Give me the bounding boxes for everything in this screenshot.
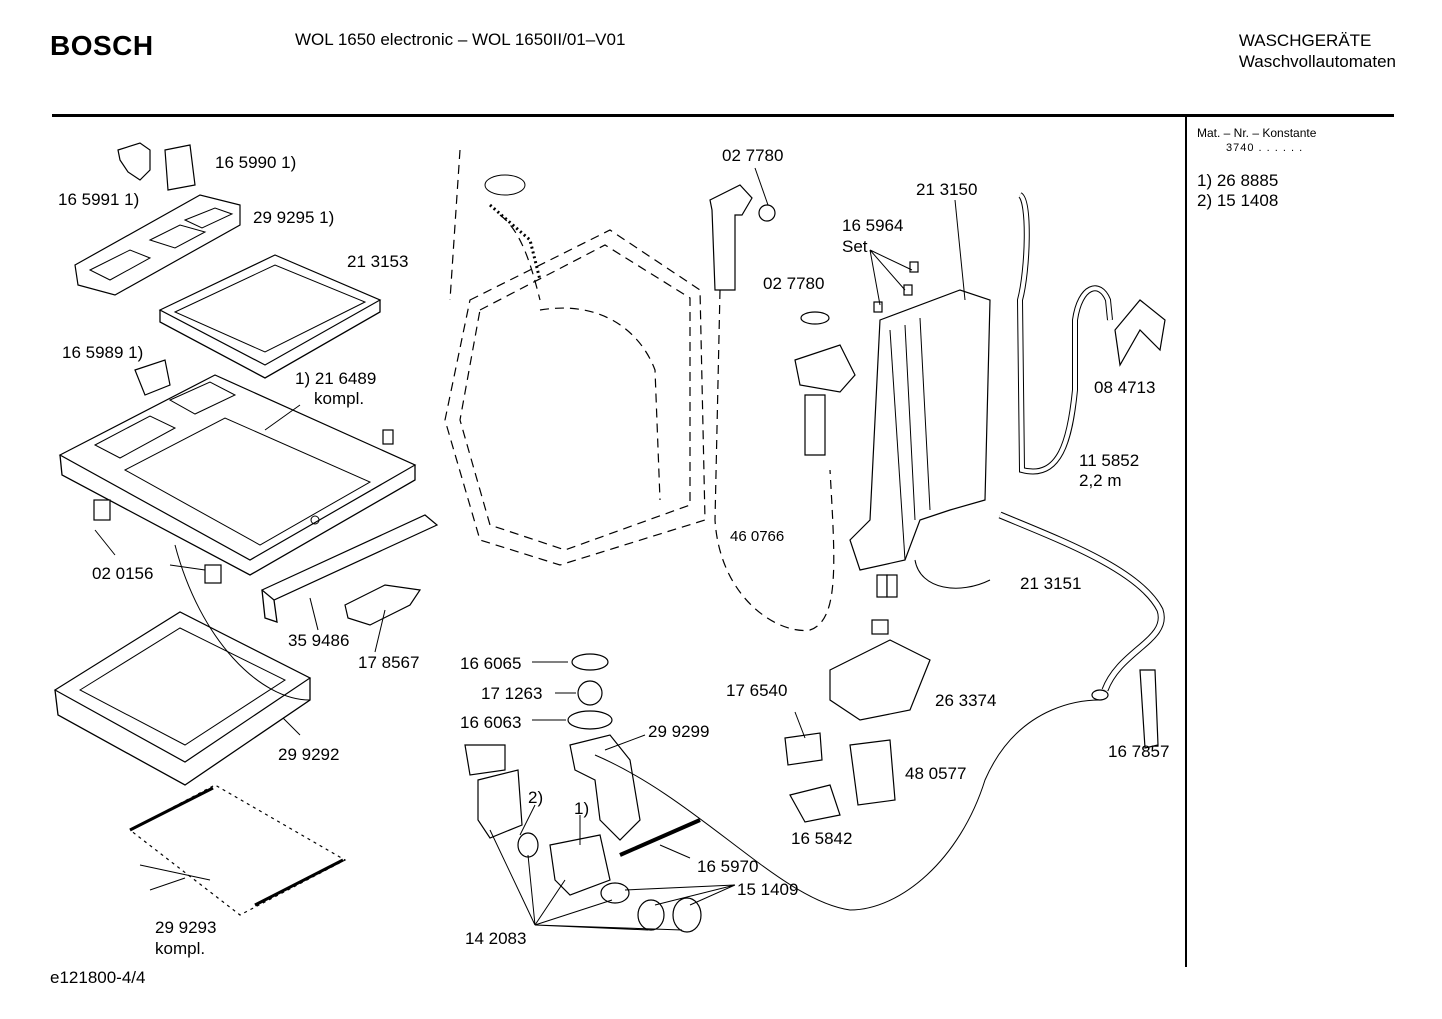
part-label: Set bbox=[842, 237, 868, 256]
sidebar-heading: Mat. – Nr. – Konstante bbox=[1197, 126, 1317, 140]
leader-lines bbox=[94, 167, 966, 931]
sidebar-note-1: 1) 26 8885 bbox=[1197, 171, 1279, 190]
spring-frame-part bbox=[128, 784, 347, 916]
door-lock-part bbox=[344, 584, 422, 626]
pump-motor-part bbox=[464, 744, 523, 839]
part-label: 1) 21 6489 bbox=[295, 369, 377, 388]
part-label: 21 3153 bbox=[347, 252, 409, 271]
air-trap-part bbox=[794, 311, 856, 456]
part-label: 29 9295 1) bbox=[253, 208, 335, 227]
part-label: 14 2083 bbox=[465, 929, 527, 948]
part-label: 16 6065 bbox=[460, 654, 522, 673]
top-panel-part bbox=[58, 374, 417, 576]
sidebar-divider bbox=[1185, 117, 1187, 967]
part-label: 15 1409 bbox=[737, 880, 799, 899]
part-label: 02 7780 bbox=[722, 146, 784, 165]
pump-cap-parts bbox=[600, 882, 702, 933]
part-label: 16 5991 1) bbox=[58, 190, 140, 209]
part-label: 21 3151 bbox=[1020, 574, 1082, 593]
frame-cable-dashed bbox=[174, 544, 1101, 911]
drawer-clip-part bbox=[117, 142, 196, 191]
drain-hose-part bbox=[998, 511, 1165, 701]
part-label: 29 9292 bbox=[278, 745, 340, 764]
footnote-marker: 2) bbox=[528, 788, 544, 807]
clip-part-a bbox=[93, 499, 222, 584]
header-divider bbox=[52, 114, 1394, 117]
part-label: 02 0156 bbox=[92, 564, 154, 583]
part-label: 46 0766 bbox=[730, 528, 785, 545]
screw-part bbox=[382, 429, 394, 445]
suppressor-part bbox=[784, 732, 823, 766]
category-line-2: Waschvollautomaten bbox=[1238, 52, 1396, 71]
pump-bellows-part bbox=[569, 734, 641, 841]
detergent-drawer-part bbox=[74, 194, 241, 296]
valve-connector-part bbox=[829, 619, 931, 721]
hose-bracket-part bbox=[1114, 299, 1166, 367]
part-label: 16 6063 bbox=[460, 713, 522, 732]
pressure-hose-dashed bbox=[714, 289, 835, 632]
brand-logo: BOSCH bbox=[50, 30, 154, 61]
part-label: 17 6540 bbox=[726, 681, 788, 700]
category-line-1: WASCHGERÄTE bbox=[1238, 31, 1372, 50]
part-label: 17 1263 bbox=[481, 684, 543, 703]
inlet-valve-part bbox=[849, 739, 896, 806]
part-label: 29 9293 bbox=[155, 918, 217, 937]
sidebar-constant: 3740 . . . . . . bbox=[1226, 142, 1304, 154]
vent-clip-part bbox=[134, 359, 171, 396]
pump-seal-ring bbox=[517, 832, 539, 858]
part-label: 02 7780 bbox=[763, 274, 825, 293]
part-label: 48 0577 bbox=[905, 764, 967, 783]
part-label: 16 5970 bbox=[697, 857, 759, 876]
part-label: 35 9486 bbox=[288, 631, 350, 650]
part-label: 16 5989 1) bbox=[62, 343, 144, 362]
wiring-harness-part bbox=[849, 289, 991, 598]
part-label: 11 5852 bbox=[1079, 451, 1140, 470]
category-heading: WASCHGERÄTE Waschvollautomaten bbox=[1239, 30, 1396, 72]
part-label: kompl. bbox=[155, 939, 206, 958]
model-title: WOL 1650 electronic – WOL 1650II/01–V01 bbox=[295, 30, 626, 49]
sidebar-note-2: 2) 15 1408 bbox=[1197, 191, 1279, 210]
part-label: 2,2 m bbox=[1079, 471, 1122, 490]
long-hose-part bbox=[1016, 192, 1113, 475]
part-label: 17 8567 bbox=[358, 653, 420, 672]
seal-parts bbox=[567, 653, 613, 730]
part-label: 16 5990 1) bbox=[215, 153, 297, 172]
part-label: 16 5964 bbox=[842, 216, 904, 235]
part-label: 08 4713 bbox=[1094, 378, 1156, 397]
hose-elbow-part bbox=[709, 184, 776, 291]
tub-outline bbox=[444, 149, 706, 566]
hose-clip-parts bbox=[873, 261, 919, 313]
part-label: 29 9299 bbox=[648, 722, 710, 741]
drawer-housing-part bbox=[158, 254, 382, 379]
drain-bend-part bbox=[1139, 669, 1159, 749]
footnote-marker: 1) bbox=[574, 799, 590, 818]
document-code: e121800-4/4 bbox=[50, 968, 146, 987]
small-hose-part bbox=[619, 818, 701, 857]
part-label: 16 7857 bbox=[1108, 742, 1170, 761]
part-label: 16 5842 bbox=[791, 829, 853, 848]
interference-filter-part bbox=[789, 784, 841, 823]
part-label: 21 3150 bbox=[916, 180, 978, 199]
cross-rail-part bbox=[260, 514, 439, 623]
gasket-frame-part bbox=[53, 611, 312, 786]
part-label: kompl. bbox=[314, 389, 365, 408]
part-label: 26 3374 bbox=[935, 691, 997, 710]
